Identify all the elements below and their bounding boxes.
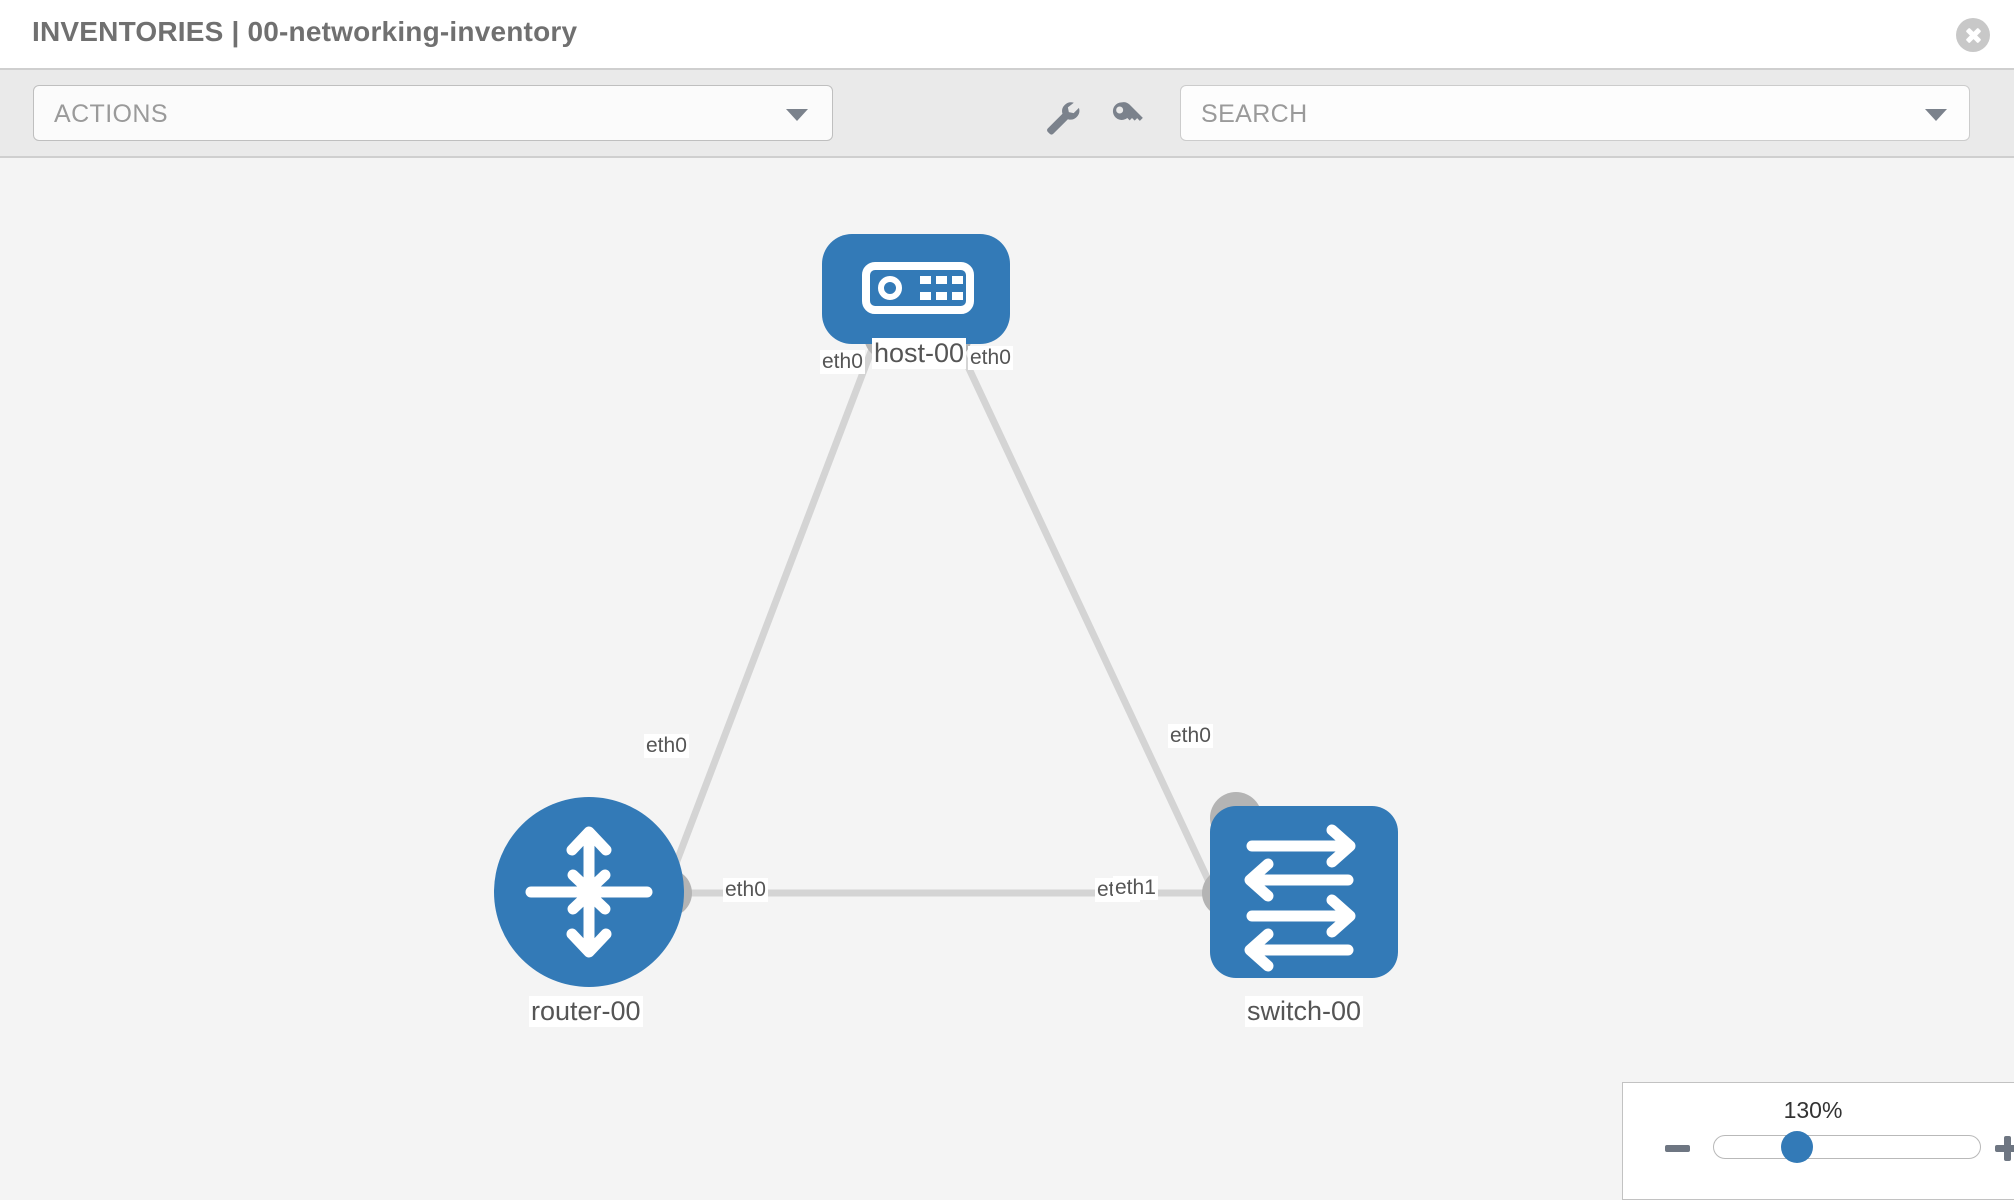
toolbar: ACTIONS <box>0 68 2014 158</box>
router-arrows-icon <box>525 826 653 958</box>
topology-canvas[interactable]: host-00 router-00 switch-00 eth0 eth0 et… <box>0 158 2014 1200</box>
iface-label-switch-left-eth1: eth1 <box>1113 876 1158 900</box>
actions-dropdown-label: ACTIONS <box>54 100 168 128</box>
minus-icon[interactable] <box>1665 1145 1690 1152</box>
link-host-switch[interactable] <box>946 326 1244 950</box>
close-icon[interactable] <box>1956 18 1990 52</box>
page-header: INVENTORIES | 00-networking-inventory <box>0 0 2014 68</box>
switch-arrows-icon <box>1244 824 1356 972</box>
link-group <box>636 326 1244 960</box>
node-host-00[interactable] <box>822 234 1010 344</box>
actions-dropdown[interactable]: ACTIONS <box>33 85 833 141</box>
iface-label-router-right: eth0 <box>723 878 768 902</box>
iface-label-router-up: eth0 <box>644 734 689 758</box>
zoom-control-panel: 130% <box>1622 1082 2014 1200</box>
zoom-slider-track[interactable] <box>1713 1135 1981 1159</box>
node-switch-00[interactable] <box>1210 806 1398 978</box>
connector-group <box>644 312 1262 917</box>
key-icon[interactable] <box>1108 98 1148 138</box>
node-label-host-00: host-00 <box>872 338 967 369</box>
server-icon <box>862 262 974 314</box>
search-input[interactable] <box>1199 86 1903 142</box>
node-router-00[interactable] <box>494 797 684 987</box>
node-label-switch-00: switch-00 <box>1245 996 1364 1027</box>
zoom-slider-handle[interactable] <box>1781 1131 1813 1163</box>
link-host-router[interactable] <box>636 326 884 960</box>
iface-label-switch-up: eth0 <box>1168 724 1213 748</box>
node-label-router-00: router-00 <box>529 996 643 1027</box>
zoom-level-label: 130% <box>1783 1097 1843 1123</box>
page-title: INVENTORIES | 00-networking-inventory <box>32 16 578 47</box>
topology-graph <box>494 234 1398 987</box>
plus-icon-vertical-stroke[interactable] <box>2004 1136 2011 1161</box>
search-input-wrapper[interactable] <box>1180 85 1970 142</box>
chevron-down-icon <box>786 109 808 121</box>
iface-label-host-right: eth0 <box>968 346 1013 370</box>
chevron-down-icon[interactable] <box>1925 109 1947 121</box>
wrench-icon[interactable] <box>1043 98 1083 138</box>
iface-label-host-left: eth0 <box>820 350 865 374</box>
